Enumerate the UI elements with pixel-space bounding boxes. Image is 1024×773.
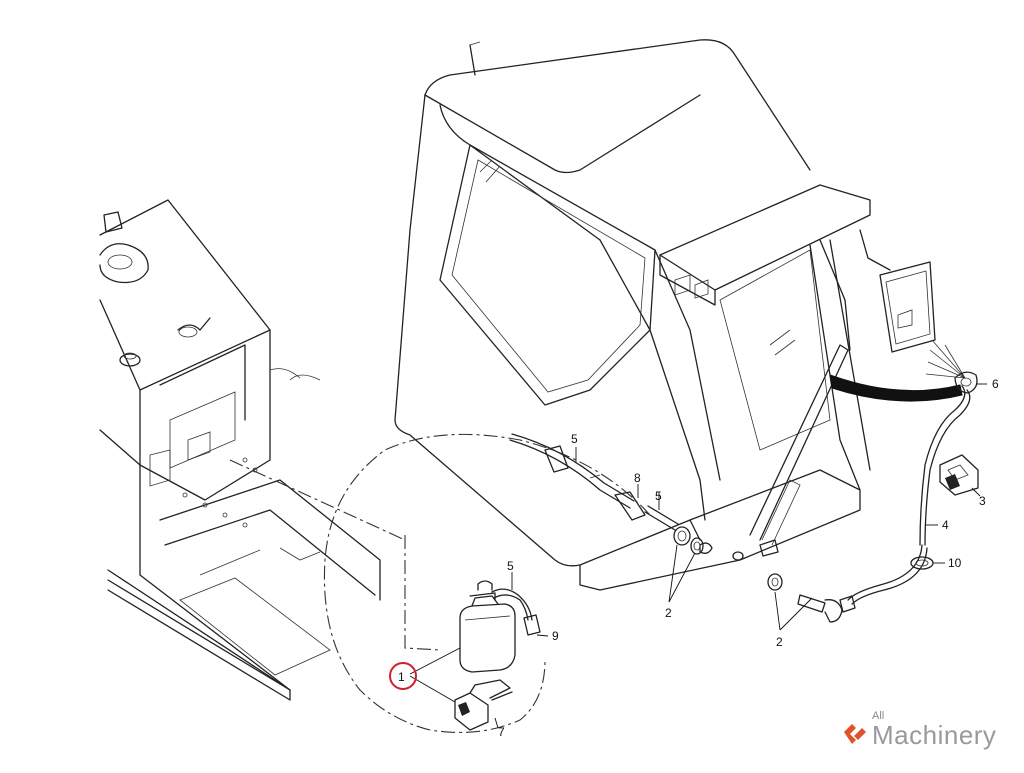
callout-5-mid: 5: [655, 489, 662, 503]
elbow-fitting: [767, 573, 856, 623]
callout-5-detail: 5: [507, 559, 514, 573]
brand-watermark: All Machinery: [842, 710, 1012, 758]
engine-compartment: [99, 199, 381, 701]
brand-name: Machinery: [872, 720, 997, 750]
callout-7: 7: [498, 725, 505, 739]
callout-9: 9: [552, 629, 559, 643]
detail-boundary: [323, 433, 651, 734]
callout-3: 3: [979, 494, 986, 508]
callout-2-left: 2: [665, 606, 672, 620]
washer-tank: [454, 580, 541, 731]
brand-logo-icon: [844, 724, 866, 744]
callout-1: 1: [398, 670, 405, 684]
callout-8: 8: [634, 471, 641, 485]
callout-5-top: 5: [571, 432, 578, 446]
brand-small-text: All: [872, 710, 885, 722]
leader-dash: [404, 535, 441, 651]
callout-6: 6: [992, 377, 999, 391]
operator-cab: [394, 39, 966, 591]
washer-pipe: [509, 433, 679, 531]
highlight-circle: [389, 662, 417, 690]
callout-10: 10: [948, 556, 962, 570]
callout-4: 4: [942, 518, 949, 532]
callout-2-right: 2: [776, 635, 783, 649]
nozzle-hose: [847, 371, 979, 605]
callouts: 1 2 2 3 4 5 5 5 6 7 8 9 10: [398, 377, 999, 739]
leader-lines: [409, 383, 987, 729]
